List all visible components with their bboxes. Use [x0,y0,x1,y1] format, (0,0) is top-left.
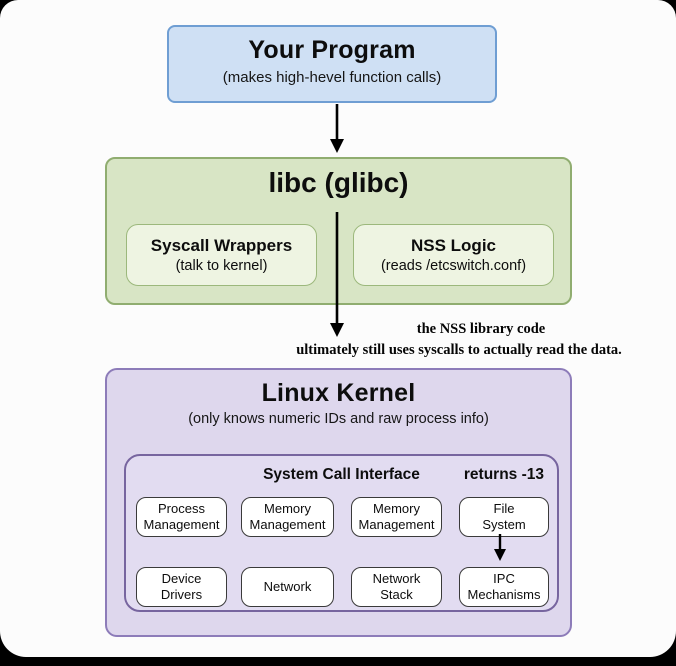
memory-management-2-line1: Memory [373,500,420,516]
device-drivers-line1: Device [161,570,202,586]
network-stack-line2: Stack [380,587,413,602]
your-program-subtitle: (makes high-hevel function calls) [222,69,442,86]
process-management-line1: Process [158,500,205,516]
system-call-interface-box: System Call Interface returns -13 Proces… [124,454,559,612]
file-system-line1: File [493,500,515,516]
nss-logic-box: NSS Logic (reads /etcswitch.conf) [353,224,554,286]
file-system-box: File System [459,497,549,537]
memory-management-1-line2: Management [249,517,326,532]
returns-value-label: returns -13 [463,466,544,483]
nss-annotation-line2: ultimately still uses syscalls to actual… [296,342,622,358]
libc-box: libc (glibc) Syscall Wrappers (talk to k… [105,157,572,305]
process-management-box: Process Management [136,497,227,537]
linux-kernel-subtitle: (only knows numeric IDs and raw process … [188,411,489,427]
file-system-line2: System [482,517,526,532]
device-drivers-line2: Drivers [160,587,203,602]
network-box: Network [241,567,334,607]
syscall-wrappers-box: Syscall Wrappers (talk to kernel) [126,224,317,286]
linux-kernel-box: Linux Kernel (only knows numeric IDs and… [105,368,572,637]
ipc-mechanisms-line2: Mechanisms [467,587,541,602]
linux-kernel-title: Linux Kernel [261,379,416,407]
network-stack-line1: Network [372,570,421,586]
libc-title: libc (glibc) [268,167,409,198]
syscall-wrappers-title: Syscall Wrappers [150,236,293,255]
memory-management-box-1: Memory Management [241,497,334,537]
memory-management-2-line2: Management [358,517,435,532]
process-management-line2: Management [143,517,220,532]
system-call-interface-title: System Call Interface [263,466,420,483]
device-drivers-box: Device Drivers [136,567,227,607]
arrow-program-to-libc-icon [330,104,344,153]
memory-management-box-2: Memory Management [351,497,442,537]
memory-management-1-line1: Memory [264,500,311,516]
your-program-box: Your Program (makes high-hevel function … [167,25,497,103]
ipc-mechanisms-box: IPC Mechanisms [459,567,549,607]
network-line1: Network [263,578,312,594]
nss-logic-subtitle: (reads /etcswitch.conf) [380,258,527,274]
your-program-title: Your Program [248,36,416,64]
network-stack-box: Network Stack [351,567,442,607]
nss-logic-title: NSS Logic [410,236,496,255]
nss-annotation-line1: the NSS library code [416,321,546,337]
syscall-wrappers-subtitle: (talk to kernel) [175,258,268,274]
ipc-mechanisms-line1: IPC [493,570,515,586]
